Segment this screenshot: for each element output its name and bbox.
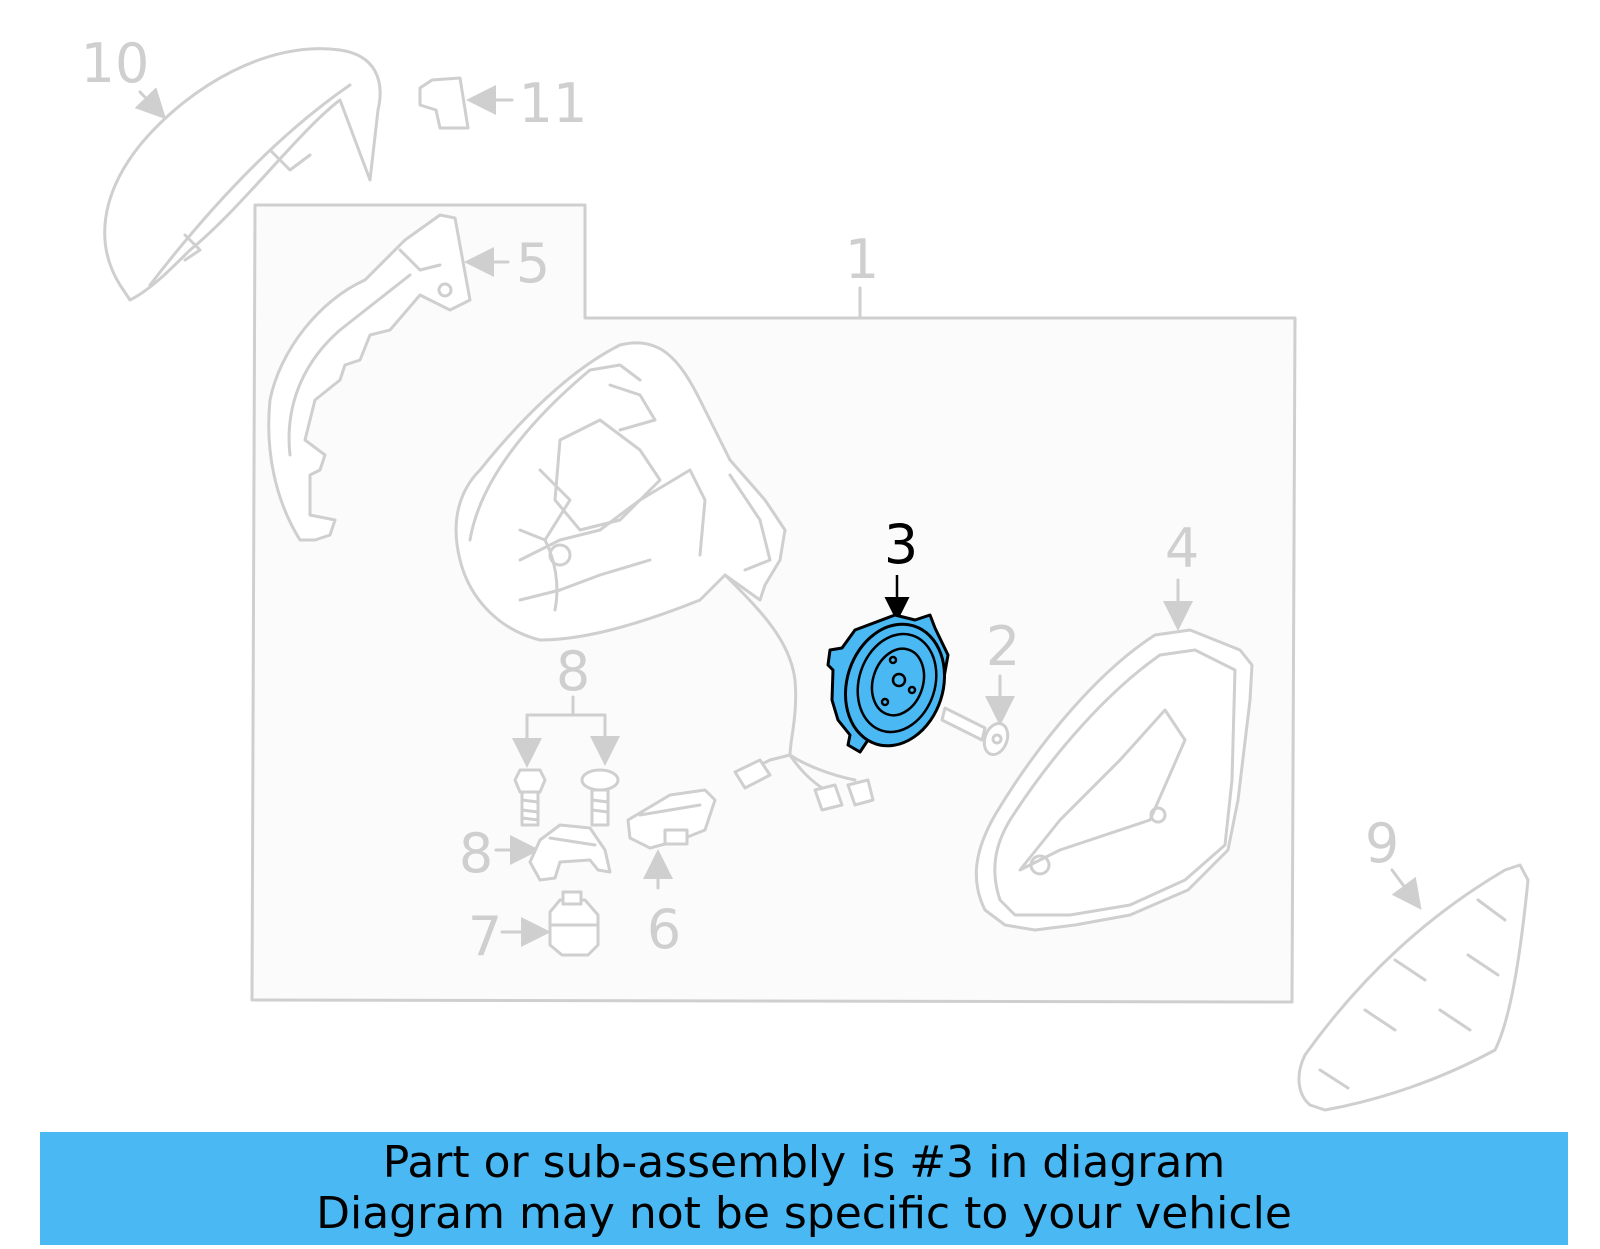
wiring-harness <box>723 573 875 812</box>
screw-part-2 <box>940 706 1010 756</box>
mirror-actuator-motor-part[interactable] <box>826 611 960 759</box>
callout-4: 4 <box>1165 517 1199 580</box>
callout-5: 5 <box>516 232 550 295</box>
mirror-housing-frame <box>454 341 787 642</box>
callout-3: 3 <box>884 513 918 576</box>
bolt-part <box>580 768 620 827</box>
glass-holder-part <box>974 628 1254 932</box>
callout-8-top: 8 <box>556 640 590 703</box>
callout-7: 7 <box>468 905 502 968</box>
banner-line-1: Part or sub-assembly is #3 in diagram <box>382 1137 1226 1188</box>
callout-8-bottom: 8 <box>459 822 493 885</box>
mount-bracket-part <box>528 823 612 882</box>
callout-2: 2 <box>986 615 1020 678</box>
banner-line-2: Diagram may not be specific to your vehi… <box>316 1188 1292 1239</box>
mirror-cover-part <box>103 47 382 302</box>
screw-part <box>513 768 547 827</box>
callout-11: 11 <box>519 72 588 135</box>
callout-1: 1 <box>845 228 879 291</box>
info-banner: Part or sub-assembly is #3 in diagram Di… <box>40 1132 1568 1245</box>
trim-bracket-part <box>267 213 472 542</box>
connector-module-part <box>626 788 717 850</box>
callout-10: 10 <box>81 32 150 95</box>
parts-diagram: 1 10 11 5 8 <box>81 32 1530 1112</box>
mirror-glass-part <box>1297 863 1530 1112</box>
callout-6: 6 <box>647 898 681 961</box>
clip-part <box>418 76 470 130</box>
callout-9: 9 <box>1365 812 1399 875</box>
sensor-part <box>548 890 600 957</box>
